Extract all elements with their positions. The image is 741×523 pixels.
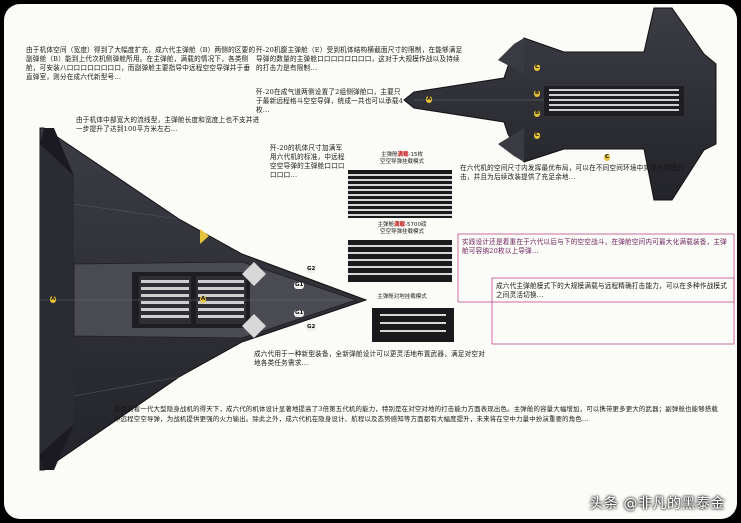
mode3-bay-image xyxy=(372,308,454,342)
paragraph-top-left: 由于机体空间（宽度）得到了大幅度扩充，成六代主弹舱（B）两侧的区要的副弹舱（B）… xyxy=(26,46,256,81)
highlight-frame-2 xyxy=(491,277,735,345)
callout-g1-bottom: G1 xyxy=(294,310,305,317)
missile-rack-left xyxy=(141,280,189,318)
missile-rack-right xyxy=(198,280,244,318)
mode3-caption: 主弹舱对地挂载模式 xyxy=(377,294,427,300)
highlight-frame xyxy=(457,233,735,303)
paragraph-right-pink-2: 成六代主弹舱模式下的大规模满载与远程精确打击能力，可以在多种作战模式之间灵活切换… xyxy=(496,282,727,299)
callout-a-small: A xyxy=(426,96,433,103)
callout-b-top: B xyxy=(534,90,541,97)
callout-g2-top: G2 xyxy=(306,266,317,273)
callout-a-large: A xyxy=(50,296,57,303)
watermark: 头条 @非凡的黑泰金 xyxy=(589,496,725,512)
callout-g1-top: G1 xyxy=(294,282,305,289)
paragraph-bottom: 在目前看一代大型隐身战机的得天下，成六代的机体设计显著地提高了3倍第五代机的能力… xyxy=(114,405,719,423)
callout-c-top: C xyxy=(534,64,541,71)
callout-c-small: C xyxy=(604,154,611,161)
mode1-caption: 主弹舱满载-15枚 空空导弹挂载模式 xyxy=(379,152,424,165)
mode1-bay-image xyxy=(348,170,452,218)
paragraph-top-right: 歼-20机腹主弹舱（E）受到机体结构横截面尺寸的限制，在能够满足导弹的数量的主弹… xyxy=(256,46,463,72)
mode2-bay-image xyxy=(348,240,452,282)
paragraph-right-pink: 实践设计还是着重在于六代以后与下的空空战斗，在弹舱空间内可最大化满载装备，主弹舱… xyxy=(462,238,727,255)
callout-a-center: A xyxy=(200,296,207,303)
callout-c-bottom: C xyxy=(534,132,541,139)
paragraph-mid-left: 由于机体中部宽大的流线型，主弹舱长度和宽度上也不支并进一步提升了达到100平方米… xyxy=(76,116,260,133)
paragraph-mid-right-2: 在六代机的空间尺寸内发挥最优布局，可以在不同空间环境中实现大规模打击，并且为后续… xyxy=(460,164,685,181)
small-aircraft-bottom-view xyxy=(403,7,717,201)
mode2-caption: 主弹舱满载-5700磅 空空导弹挂载模式 xyxy=(377,222,427,235)
paragraph-mid-center: 成六代用于一种新型装备，全新弹舱设计可以更灵活地布置武器，满足对空对地各类任务需… xyxy=(254,350,485,367)
callout-g2-bottom: G2 xyxy=(306,324,317,331)
callout-b-bottom: B xyxy=(534,110,541,117)
paragraph-top-right-2: 歼-20在成气道两侧设置了2组侧弹舱口，主要只于最新远程格斗空空导弹，统成一共也… xyxy=(256,88,404,114)
infographic-card: G2 G1 G1 G2 A A C B C B A C 主弹舱满载-15枚 空空… xyxy=(4,4,737,519)
small-missile-rack xyxy=(549,89,679,111)
paragraph-mid-right: 歼-20的机体尺寸加满军用六代机的标准，中远程空空导弹的主弹舱口口口口口口... xyxy=(270,144,345,179)
